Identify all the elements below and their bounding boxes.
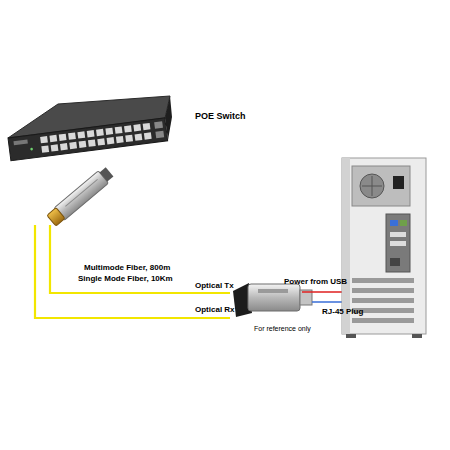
switch-port — [59, 134, 67, 141]
switch-port — [96, 129, 104, 136]
device-node: POE Switch — [5, 95, 173, 225]
converter-body — [248, 284, 300, 311]
ethernet-port — [390, 258, 400, 266]
sfp-ridge — [65, 179, 97, 206]
switch-port — [77, 131, 85, 138]
switch-port — [51, 144, 59, 151]
expansion-slot — [352, 298, 414, 303]
device-label: POE Switch — [195, 112, 246, 122]
switch-port — [41, 145, 49, 152]
switch-port — [79, 141, 87, 148]
switch-port — [49, 135, 57, 142]
sfp-body — [54, 171, 109, 221]
annotation-label: Single Mode Fiber, 10Km — [78, 275, 173, 284]
io-port — [390, 220, 398, 226]
fiber-cable — [35, 225, 230, 318]
switch-port — [68, 132, 76, 139]
switch-port — [115, 126, 123, 133]
switch-port — [155, 131, 164, 138]
io-panel — [386, 214, 410, 272]
converter-ridge — [258, 289, 288, 293]
power-supply — [352, 166, 410, 206]
annotation-label: Power from USB — [284, 278, 347, 287]
poe-switch-picture — [8, 96, 172, 161]
sfp-module — [46, 166, 115, 227]
switch-port — [69, 142, 77, 149]
expansion-slot — [352, 318, 414, 323]
switch-port — [135, 133, 143, 140]
switch-port — [143, 123, 151, 130]
switch-port — [105, 128, 113, 135]
switch-port — [60, 143, 68, 150]
usb-port — [390, 232, 406, 237]
io-port — [400, 220, 407, 226]
signal-label: Optical Tx — [195, 282, 234, 291]
sfp-connector — [100, 167, 114, 181]
psu-fan — [360, 174, 384, 198]
switch-ports — [40, 121, 164, 152]
switch-front — [8, 118, 168, 161]
annotation-label: RJ-45 Plug — [322, 308, 363, 317]
switch-port — [40, 136, 48, 143]
switch-port — [154, 121, 163, 128]
expansion-slot — [352, 288, 414, 293]
expansion-slot — [352, 278, 414, 283]
switch-port — [133, 124, 141, 131]
switch-port — [124, 125, 132, 132]
switch-badge — [13, 140, 27, 146]
pc-foot — [412, 334, 422, 338]
power-socket — [393, 176, 404, 189]
device-label: For reference only — [254, 325, 311, 333]
switch-port — [88, 139, 96, 146]
switch-port — [87, 130, 95, 137]
media-converter — [233, 283, 312, 317]
signal-label: Optical Rx — [195, 306, 235, 315]
switch-port — [107, 137, 115, 144]
switch-port — [125, 135, 133, 142]
pc-foot — [346, 334, 356, 338]
switch-front-panel — [8, 118, 168, 161]
switch-led — [30, 148, 33, 151]
usb-port — [390, 241, 406, 246]
switch-port — [116, 136, 124, 143]
switch-port — [144, 132, 152, 139]
fan-grill — [372, 176, 373, 196]
annotation-label: Multimode Fiber, 800m — [84, 264, 170, 273]
sfp-latch — [47, 208, 65, 226]
switch-port — [97, 138, 105, 145]
